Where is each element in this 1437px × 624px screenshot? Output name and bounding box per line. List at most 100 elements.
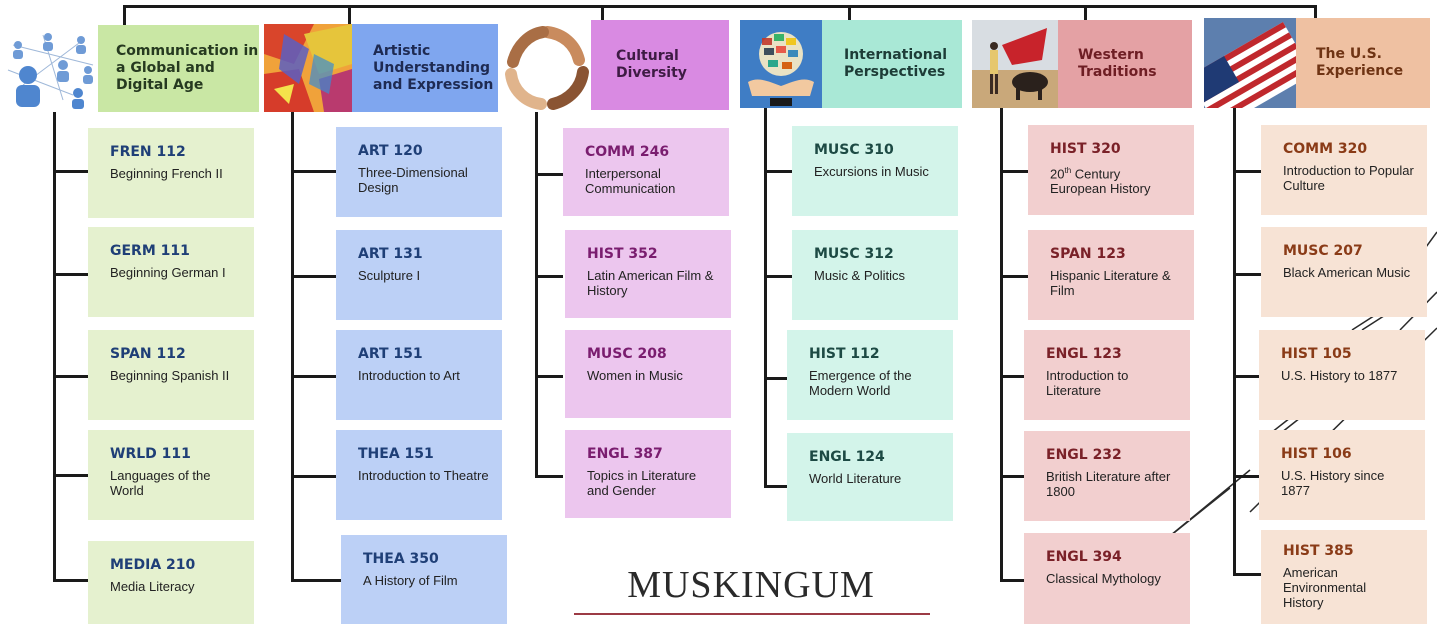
branch	[1000, 475, 1024, 478]
category-header: The U.S. Experience	[1296, 18, 1430, 108]
course-title: Introduction to Literature	[1046, 368, 1129, 398]
course-code: SPAN 112	[110, 346, 186, 362]
branch	[291, 475, 336, 478]
course-title: Music & Politics	[814, 268, 906, 283]
course-code: HIST 105	[1281, 346, 1352, 362]
course-code: HIST 112	[809, 346, 880, 362]
course-code: ENGL 123	[1046, 346, 1122, 362]
course-card: HIST 105 U.S. History to 1877	[1259, 330, 1425, 420]
course-card: ART 120 Three-Dimensional Design	[336, 127, 502, 217]
course-card: HIST 106 U.S. History since 1877	[1259, 430, 1425, 520]
course-title: A History of Film	[363, 573, 458, 588]
branch	[291, 579, 341, 582]
course-title: Women in Music	[587, 368, 683, 383]
branch	[53, 170, 88, 173]
course-code: HIST 385	[1283, 543, 1354, 559]
course-card: SPAN 123 Hispanic Literature & Film	[1028, 230, 1194, 320]
drop-6	[1314, 5, 1317, 23]
course-code: MUSC 207	[1283, 243, 1363, 259]
course-card: HIST 112 Emergence of the Modern World	[787, 330, 953, 420]
course-title: Beginning German I	[110, 265, 226, 280]
course-card: MUSC 207 Black American Music	[1261, 227, 1427, 317]
category-header: Communication in a Global and Digital Ag…	[98, 25, 259, 112]
joined-hands-circle-icon	[503, 24, 591, 112]
course-code: THEA 350	[363, 551, 439, 567]
course-card: MUSC 208 Women in Music	[565, 330, 731, 418]
course-code: WRLD 111	[110, 446, 191, 462]
course-title: Media Literacy	[110, 579, 195, 594]
course-code: MUSC 208	[587, 346, 667, 362]
course-title: Emergence of the Modern World	[809, 368, 912, 398]
column-spine	[291, 112, 294, 582]
course-card: ENGL 123 Introduction to Literature	[1024, 330, 1190, 420]
branch	[291, 275, 336, 278]
course-card: ENGL 232 British Literature after 1800	[1024, 431, 1190, 521]
course-title: Beginning Spanish II	[110, 368, 230, 383]
course-card: THEA 151 Introduction to Theatre	[336, 430, 502, 520]
branch	[535, 173, 563, 176]
course-title: Languages of the World	[110, 468, 211, 498]
course-card: MEDIA 210 Media Literacy	[88, 541, 254, 624]
course-title: Sculpture I	[358, 268, 421, 283]
course-card: GERM 111 Beginning German I	[88, 227, 254, 317]
category-header: Cultural Diversity	[591, 20, 729, 110]
course-card: SPAN 112 Beginning Spanish II	[88, 330, 254, 420]
branch	[535, 375, 563, 378]
course-code: HIST 352	[587, 246, 658, 262]
course-card: THEA 350 A History of Film	[341, 535, 507, 624]
course-title: World Literature	[809, 471, 902, 486]
course-title: Excursions in Music	[814, 164, 929, 179]
drop-1	[123, 5, 126, 27]
branch	[764, 485, 792, 488]
course-code: GERM 111	[110, 243, 190, 259]
course-code: ENGL 387	[587, 446, 663, 462]
course-card: MUSC 310 Excursions in Music	[792, 126, 958, 216]
course-card: ART 151 Introduction to Art	[336, 330, 502, 420]
course-title: British Literature after 1800	[1046, 469, 1171, 499]
course-code: THEA 151	[358, 446, 434, 462]
course-code: SPAN 123	[1050, 246, 1126, 262]
course-title: Interpersonal Communication	[585, 166, 676, 196]
column-spine	[53, 112, 56, 582]
course-title: Hispanic Literature & Film	[1050, 268, 1171, 298]
category-title: The U.S. Experience	[1316, 46, 1404, 79]
course-card: MUSC 312 Music & Politics	[792, 230, 958, 320]
branch	[535, 475, 563, 478]
branch	[1233, 170, 1261, 173]
course-title: American Environmental History	[1283, 565, 1367, 610]
branch	[1233, 573, 1261, 576]
course-code: ENGL 124	[809, 449, 885, 465]
course-card: HIST 352 Latin American Film & History	[565, 230, 731, 318]
course-title: Beginning French II	[110, 166, 223, 181]
course-card: COMM 246 Interpersonal Communication	[563, 128, 729, 216]
branch	[1000, 579, 1024, 582]
branch	[764, 170, 792, 173]
course-title: U.S. History since 1877	[1281, 468, 1385, 498]
course-code: FREN 112	[110, 144, 186, 160]
course-title: Three-Dimensional Design	[358, 165, 468, 195]
course-card: ENGL 124 World Literature	[787, 433, 953, 521]
muskingum-wordmark: MUSKINGUM	[627, 564, 875, 606]
abstract-painting-icon	[264, 24, 352, 112]
category-title: Western Traditions	[1078, 47, 1157, 80]
course-code: MUSC 310	[814, 142, 894, 158]
american-flag-icon	[1204, 18, 1296, 108]
column-spine	[535, 112, 538, 477]
branch	[764, 377, 792, 380]
network-people-icon	[3, 25, 98, 110]
course-title: Classical Mythology	[1046, 571, 1161, 586]
category-title: Cultural Diversity	[616, 48, 687, 81]
branch	[764, 275, 792, 278]
branch	[1233, 375, 1261, 378]
course-card: ENGL 387 Topics in Literature and Gender	[565, 430, 731, 518]
branch	[1000, 375, 1024, 378]
drop-5	[1084, 5, 1087, 23]
course-card: COMM 320 Introduction to Popular Culture	[1261, 125, 1427, 215]
course-code: HIST 320	[1050, 141, 1121, 157]
course-title: Introduction to Art	[358, 368, 460, 383]
course-title: Introduction to Theatre	[358, 468, 489, 483]
course-code: COMM 320	[1283, 141, 1368, 157]
course-code: MUSC 312	[814, 246, 894, 262]
